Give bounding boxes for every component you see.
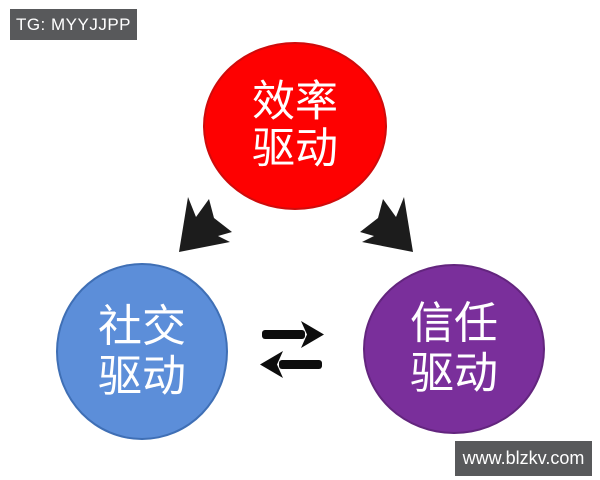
arrow-efficiency-to-trust-icon	[360, 197, 413, 252]
node-social-line1: 社交	[98, 301, 186, 351]
arrow-social-trust-bidirectional-icon	[260, 321, 324, 378]
website-watermark-badge: www.blzkv.com	[455, 441, 592, 476]
node-trust-line2: 驱动	[410, 349, 498, 398]
telegram-watermark-label: TG: MYYJJPP	[15, 14, 132, 34]
telegram-watermark-badge: TG: MYYJJPP	[10, 9, 137, 40]
arrow-efficiency-to-social-icon	[179, 197, 232, 252]
node-trust-line1: 信任	[410, 299, 498, 348]
node-social-driven: 社交 驱动	[56, 263, 228, 440]
node-efficiency-line2: 驱动	[252, 125, 338, 173]
node-efficiency-line1: 效率	[252, 78, 338, 126]
node-trust-driven: 信任 驱动	[363, 264, 545, 434]
node-social-line2: 驱动	[98, 351, 186, 401]
website-watermark-label: www.blzkv.com	[462, 448, 585, 468]
node-efficiency-driven: 效率 驱动	[203, 42, 387, 210]
